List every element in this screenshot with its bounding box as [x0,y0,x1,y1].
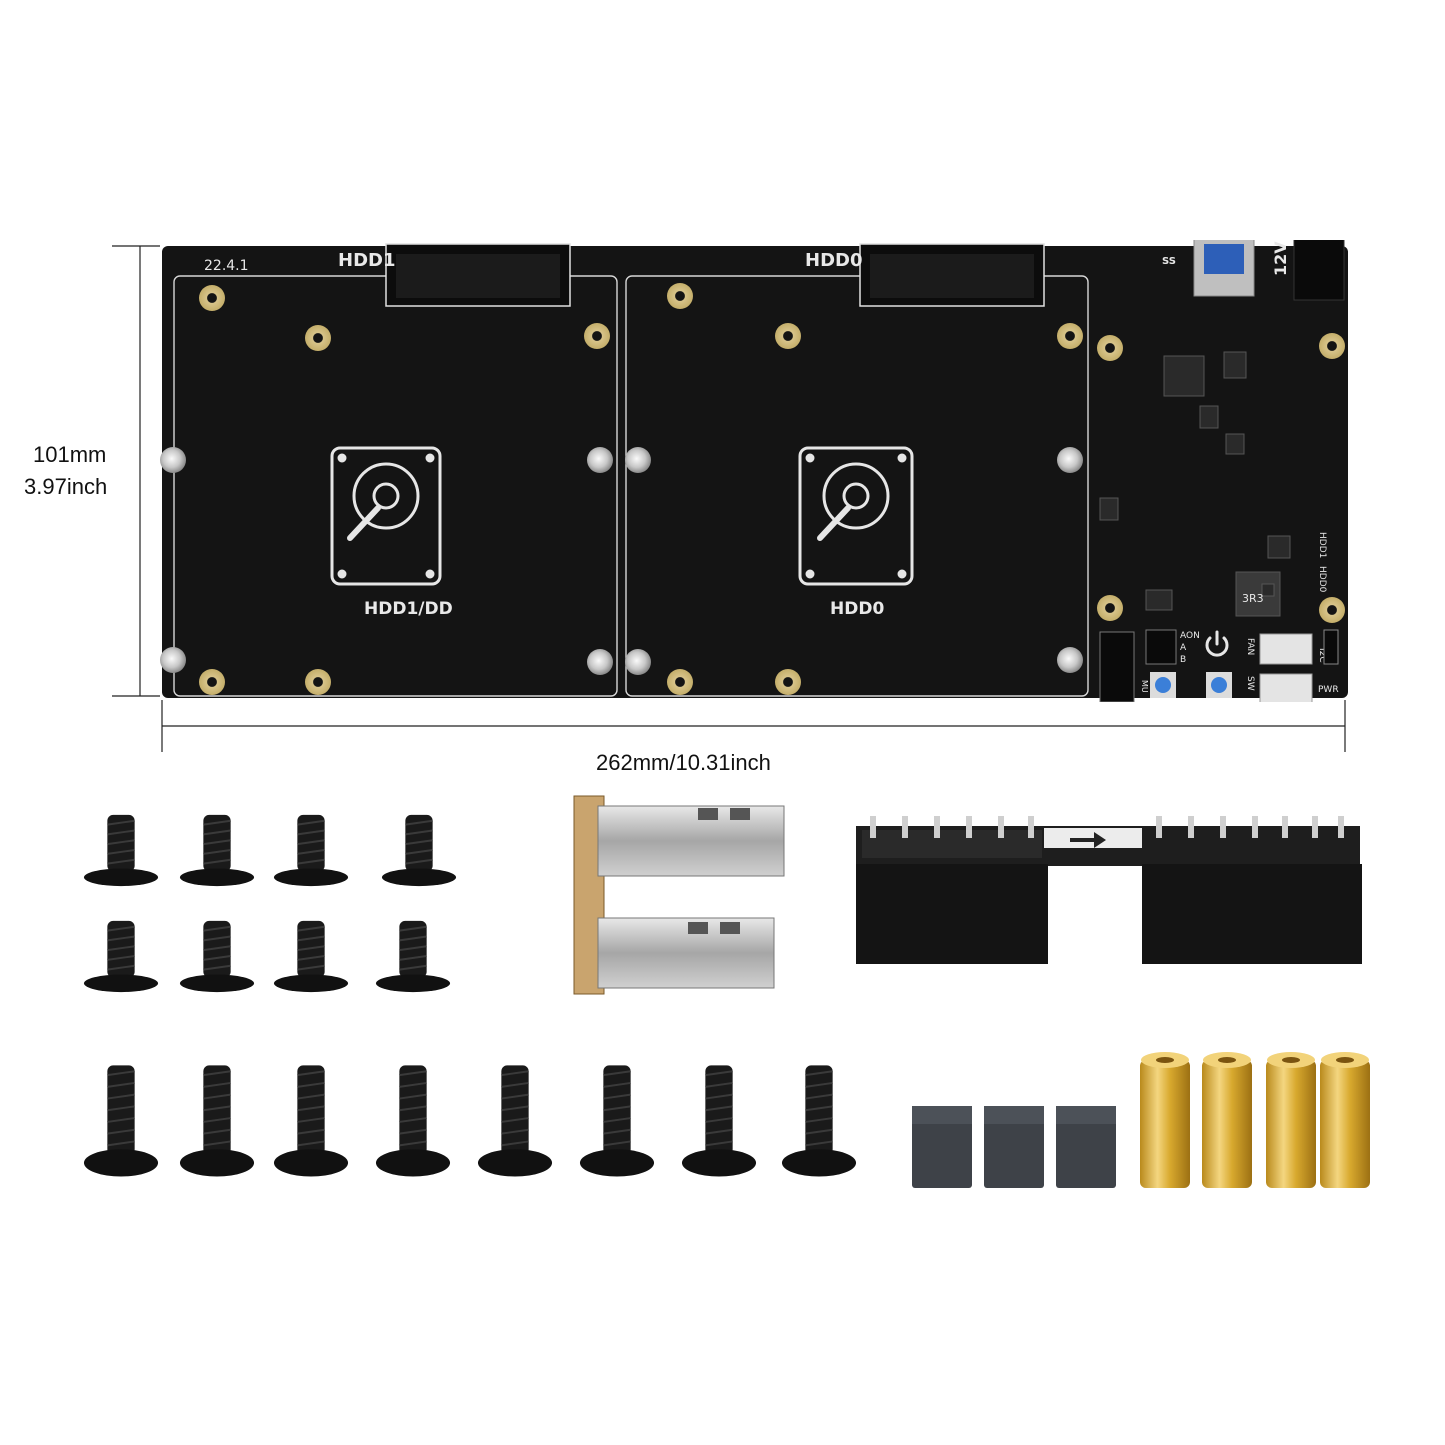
jumper-label-a: A [1180,643,1187,653]
hdd0-bay-label: HDD0 [830,599,884,619]
inductor-marking: 3R3 [1242,592,1264,605]
power-label: 12V [1271,241,1290,276]
jumper-label-aon: AON [1180,631,1200,641]
width-dimension-label: 262mm/10.31inch [596,750,771,775]
jumper-label-b: B [1180,655,1186,665]
i2c-label: I2C [1317,648,1327,663]
hdd0-icon [798,446,914,586]
dc-power-jack [1293,240,1345,301]
sata-connector-hdd1 [385,243,571,307]
hdd1-bay-label: HDD1/DD [364,599,453,619]
short-screws [82,813,458,994]
i2c-header [1323,629,1339,665]
power-icon [1205,630,1229,657]
led-label-hdd0: HDD0 [1317,566,1327,593]
silver-standoffs [160,447,1083,675]
sata-connector-hdd0 [859,243,1045,307]
header-label: MU [1140,680,1149,693]
hdd1-icon [330,446,442,586]
pin-header-left [1099,631,1135,702]
jumper-caps [912,1106,1116,1188]
pwr-connector [1259,673,1313,702]
usb-port [1193,240,1255,297]
accessories [82,795,1370,1188]
usb-adapter [573,795,785,995]
long-screws [82,1064,858,1178]
brass-standoffs [1140,1052,1370,1188]
button-blue-left [1155,677,1171,693]
circuit-components [1099,351,1291,617]
gold-pads [199,283,1345,695]
sw-label: SW [1245,676,1255,691]
button-blue-right [1211,677,1227,693]
date-code: 22.4.1 [204,258,249,274]
height-dimension-inch: 3.97inch [24,474,108,499]
led-label-hdd1: HDD1 [1317,532,1327,558]
hdd1-connector-label: HDD1 [338,250,395,271]
fan-label: FAN [1245,638,1255,655]
pin-header-jumpers [1145,629,1177,665]
header-bridge [856,816,1362,964]
hdd0-connector-label: HDD0 [805,250,862,271]
expansion-board: 22.4.1 HDD1 HDD0 [160,240,1348,702]
usb-label: SS [1162,256,1176,267]
pwr-label: PWR [1318,685,1339,695]
height-dimension-mm: 101mm [33,442,107,467]
fan-connector [1259,633,1313,665]
